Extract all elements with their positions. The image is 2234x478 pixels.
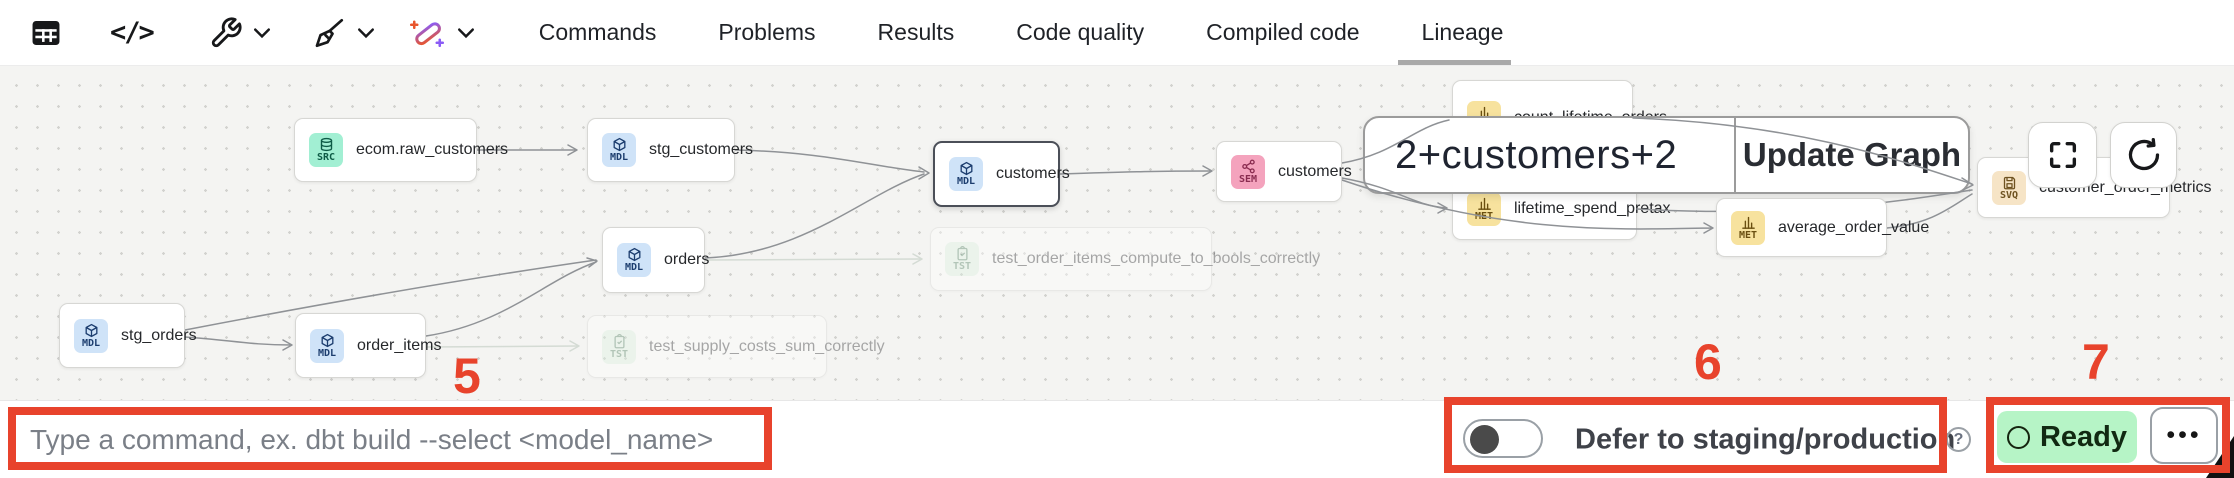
lineage-node-order-items[interactable]: MDL order_items — [295, 313, 441, 378]
code-editor-icon[interactable]: </> — [110, 17, 155, 48]
node-label: customers — [1278, 162, 1352, 180]
node-label: stg_orders — [121, 326, 197, 344]
lineage-selector-input[interactable]: 2+customers+2 — [1395, 132, 1678, 177]
wrench-dropdown-chevron-icon[interactable] — [253, 26, 271, 40]
tst-badge-icon: TST — [945, 242, 979, 276]
mdl-badge-icon: MDL — [74, 318, 108, 353]
tst-badge-icon: TST — [602, 329, 636, 364]
node-label: stg_customers — [649, 141, 754, 158]
broom-dropdown-chevron-icon[interactable] — [357, 26, 375, 40]
mdl-badge-icon: MDL — [617, 243, 651, 277]
status-label: Ready — [2039, 420, 2128, 453]
src-badge-icon: SRC — [309, 133, 343, 167]
node-label: average_order_value — [1778, 218, 1930, 236]
panel-tabs: Commands Problems Results Code quality Compi… — [538, 0, 1512, 65]
met-badge-icon: MET — [1467, 192, 1501, 226]
tab-compiled-code[interactable]: Compiled code — [1206, 19, 1360, 45]
tab-results[interactable]: Results — [877, 19, 955, 45]
wrench-icon[interactable] — [209, 16, 243, 50]
mdl-badge-icon: MDL — [310, 328, 344, 363]
fullscreen-button[interactable] — [2028, 122, 2097, 188]
lineage-node-stg-orders[interactable]: MDL stg_orders — [59, 303, 197, 368]
lineage-node-orders[interactable]: MDL orders — [602, 227, 709, 293]
lineage-selector-overlay: 2+customers+2 Update Graph — [1363, 116, 1970, 194]
svq-badge-icon: SVQ — [1992, 170, 2026, 205]
wand-dropdown-chevron-icon[interactable] — [457, 26, 475, 40]
defer-toggle[interactable] — [1463, 419, 1543, 458]
node-label: lifetime_spend_pretax — [1514, 200, 1671, 217]
node-label: orders — [664, 251, 710, 268]
lineage-node-ecom-raw-customers[interactable]: SRC ecom.raw_customers — [294, 118, 508, 182]
toggle-knob — [1470, 424, 1499, 454]
status-circle-icon — [2006, 425, 2030, 449]
broom-icon[interactable] — [311, 16, 347, 50]
node-label: customers — [996, 165, 1070, 182]
mdl-badge-icon: MDL — [602, 133, 636, 167]
tab-code-quality[interactable]: Code quality — [1016, 19, 1145, 45]
defer-toggle-label: Defer to staging/production — [1575, 423, 1956, 455]
overflow-menu-button[interactable]: ••• — [2150, 407, 2218, 464]
node-label: test_supply_costs_sum_correctly — [649, 337, 885, 355]
lineage-node-customers[interactable]: SEM customers — [1216, 141, 1352, 202]
help-icon[interactable]: ? — [1946, 427, 1971, 452]
lineage-canvas[interactable]: 2+customers+2 Update Graph — [0, 66, 2234, 400]
update-graph-button[interactable]: Update Graph — [1742, 136, 1962, 173]
lineage-node-test-order-items-compute-to-bools-correctly[interactable]: TST test_order_items_compute_to_bools_cor… — [930, 227, 1320, 291]
lineage-node-average-order-value[interactable]: MET average_order_value — [1716, 198, 1929, 257]
ready-status-button[interactable]: Ready — [1997, 411, 2137, 463]
node-label: ecom.raw_customers — [356, 141, 509, 158]
command-bar: Type a command, ex. dbt build --select <… — [0, 400, 2234, 478]
lineage-node-test-supply-costs-sum-correctly[interactable]: TST test_supply_costs_sum_correctly — [587, 315, 885, 378]
met-badge-icon: MET — [1731, 210, 1765, 245]
tab-commands[interactable]: Commands — [538, 19, 657, 45]
lineage-node-stg-customers[interactable]: MDL stg_customers — [587, 118, 753, 182]
node-label: test_order_items_compute_to_bools_correc… — [992, 250, 1321, 267]
command-input[interactable]: Type a command, ex. dbt build --select <… — [30, 423, 714, 455]
sem-badge-icon: SEM — [1231, 154, 1265, 189]
mdl-badge-icon: MDL — [949, 157, 983, 191]
refresh-button[interactable] — [2110, 122, 2177, 188]
tab-problems[interactable]: Problems — [718, 19, 816, 45]
tab-lineage[interactable]: Lineage — [1397, 0, 1512, 65]
node-label: order_items — [357, 336, 442, 354]
table-preview-icon[interactable] — [28, 16, 64, 50]
magic-wand-icon[interactable] — [407, 15, 447, 51]
lineage-node-customers[interactable]: MDL customers — [933, 141, 1070, 207]
